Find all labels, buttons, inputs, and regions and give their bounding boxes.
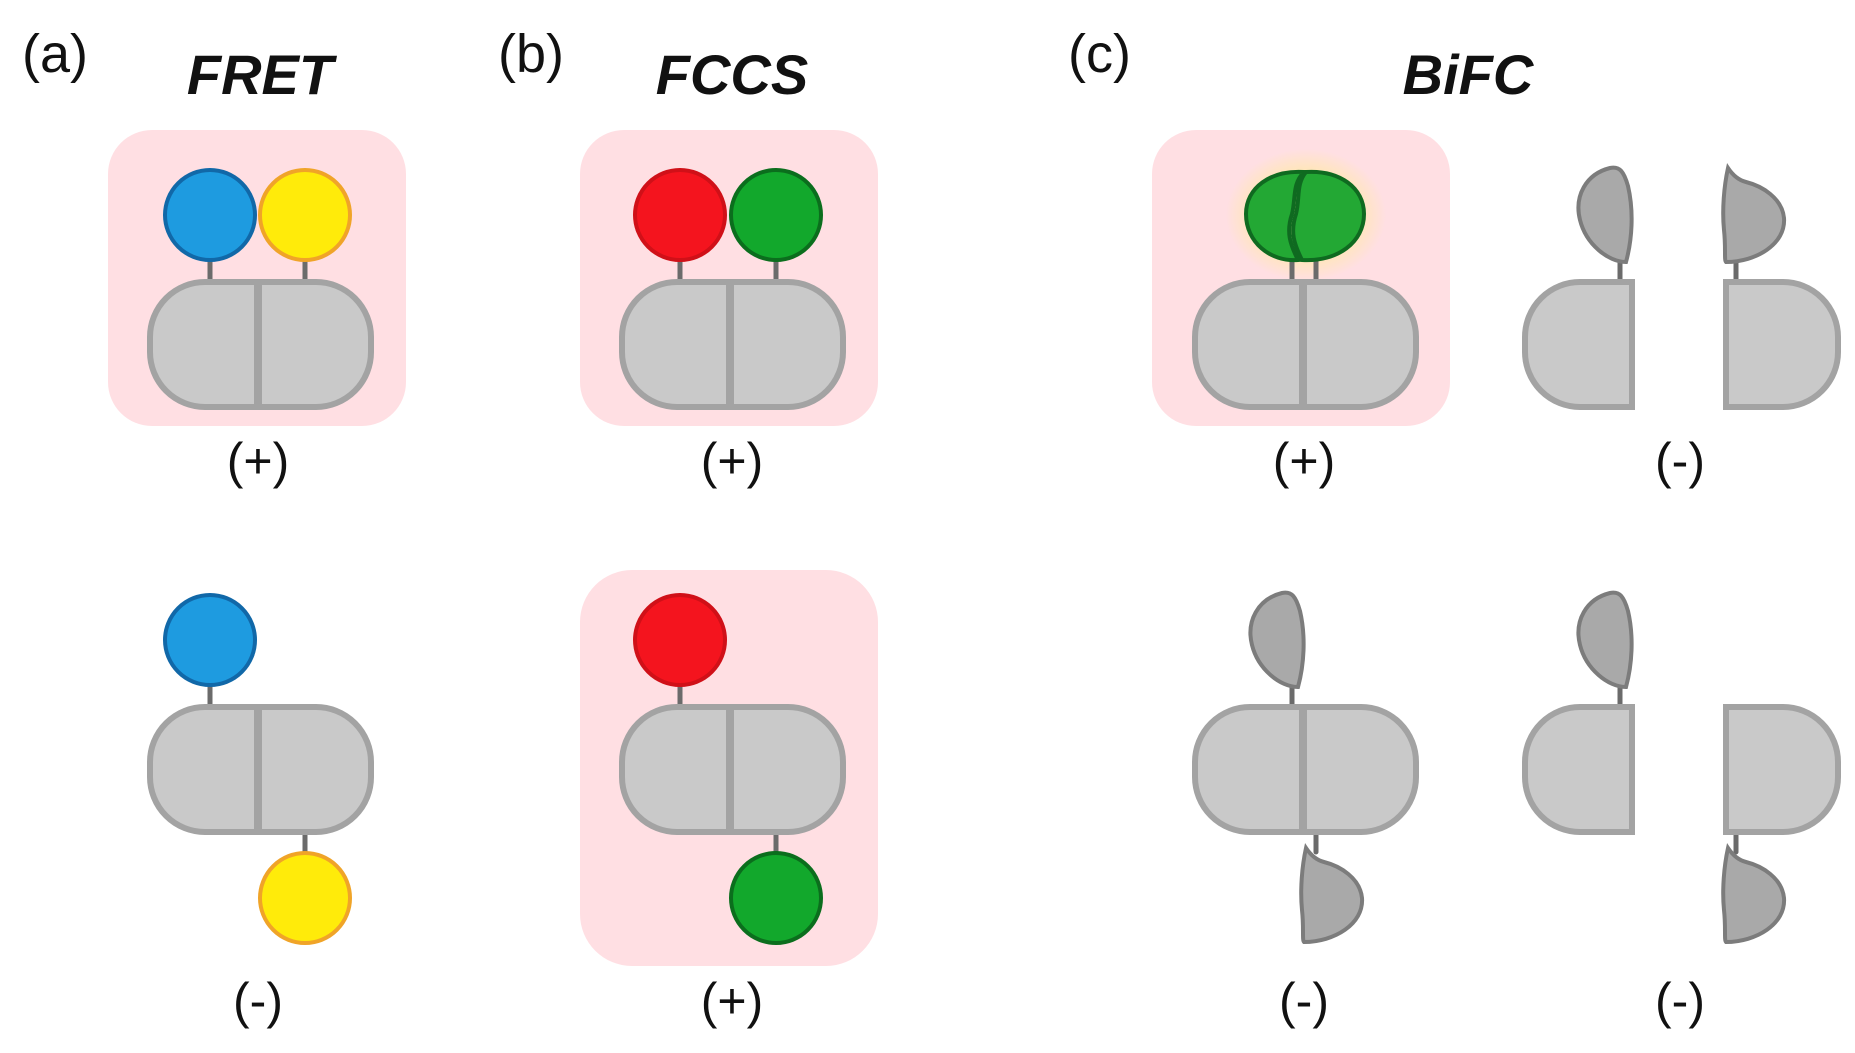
protein-lobe-left [1522,704,1635,835]
protein-lobe-right [728,704,846,835]
result-label: (-) [1279,973,1329,1029]
protein-lobe-right [1723,704,1841,835]
bifc-reconstituted-construct: (+) [1152,130,1450,489]
split-fragment-gray [1248,590,1306,690]
green-fluorophore [729,168,823,262]
result-label: (-) [1655,433,1705,489]
panel-title-fret: FRET [187,43,338,106]
result-label: (-) [1655,973,1705,1029]
split-fragment-gray [1576,590,1634,690]
fccs-distant-construct: (+) [580,570,878,1029]
donor-fluorophore [163,168,257,262]
split-fragment-gray [1721,162,1787,265]
panel-letter-c: (c) [1068,24,1131,84]
result-label: (-) [233,973,283,1029]
split-fragment-gray [1576,165,1634,265]
bifc-separated-construct-top: (-) [1522,162,1841,489]
protein-lobe-right [728,279,846,410]
split-fragment-gray [1721,842,1787,945]
protein-lobe-right [1723,279,1841,410]
donor-fluorophore [163,593,257,687]
result-label: (+) [701,433,764,489]
acceptor-fluorophore [258,168,352,262]
protein-lobe-left [1192,279,1305,410]
protein-lobe-right [256,279,374,410]
protein-lobe-left [1522,279,1635,410]
protein-lobe-right [1301,704,1419,835]
split-fp-n-fragment [1243,169,1309,263]
panel-title-bifc: BiFC [1403,43,1535,106]
result-label: (+) [227,433,290,489]
protein-lobe-left [619,704,732,835]
fret-negative-construct: (-) [147,593,374,1029]
panel-b: (b) FCCS (+) (+) [498,24,878,1029]
protein-lobe-right [256,704,374,835]
split-fragment-gray [1299,842,1365,945]
panel-title-fccs: FCCS [656,43,808,106]
protein-lobe-left [147,704,260,835]
bifc-separated-construct-bottom: (-) [1522,590,1841,1029]
red-fluorophore [633,593,727,687]
panel-c: (c) BiFC (+) (-) [1068,24,1841,1029]
acceptor-fluorophore [258,851,352,945]
protein-lobe-left [619,279,732,410]
protein-lobe-left [1192,704,1305,835]
protein-lobe-right [1301,279,1419,410]
panel-a: (a) FRET (+) (-) [22,24,406,1029]
green-fluorophore [729,851,823,945]
panel-letter-a: (a) [22,24,88,84]
split-fp-c-fragment [1291,169,1367,263]
red-fluorophore [633,168,727,262]
result-label: (+) [1273,433,1336,489]
panel-letter-b: (b) [498,24,564,84]
fret-positive-construct: (+) [108,130,406,489]
result-label: (+) [701,973,764,1029]
bifc-opposite-fragments-construct: (-) [1192,590,1419,1029]
fccs-bound-construct: (+) [580,130,878,489]
protein-lobe-left [147,279,260,410]
